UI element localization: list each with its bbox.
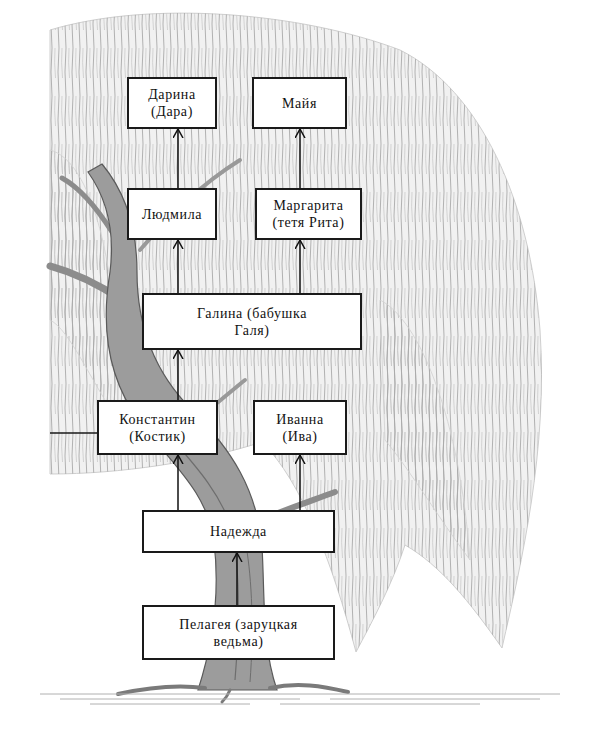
person-box: Галина (бабушка Галя) — [142, 293, 362, 350]
person-box: Дарина (Дара) — [127, 77, 217, 129]
person-box: Маргарита (тетя Рита) — [255, 188, 362, 240]
descent-arrow — [299, 455, 301, 510]
descent-arrow — [177, 129, 179, 188]
person-name: Людмила — [142, 206, 202, 223]
descent-arrow — [177, 350, 179, 400]
person-name: Надежда — [210, 523, 267, 540]
person-box: Константин (Костик) — [97, 400, 218, 455]
willow-root — [118, 686, 205, 694]
person-box: Иванна (Ива) — [253, 400, 347, 455]
ground-hatch — [40, 694, 560, 704]
person-box: Надежда — [142, 510, 335, 553]
descent-arrow — [299, 240, 301, 293]
side-line — [50, 432, 97, 434]
person-box: Майя — [252, 77, 347, 129]
person-name: Майя — [282, 95, 317, 112]
person-name: Константин (Костик) — [102, 411, 214, 445]
person-name: Пелагея (заруцкая ведьма) — [154, 616, 324, 650]
person-box: Людмила — [127, 188, 217, 240]
descent-arrow — [299, 129, 301, 188]
willow-root — [222, 690, 230, 702]
descent-arrow — [177, 240, 179, 293]
person-name: Иванна (Ива) — [260, 411, 340, 445]
descent-arrow — [177, 455, 179, 510]
willow-drape — [380, 300, 470, 560]
willow-root — [270, 685, 348, 692]
descent-arrow — [236, 553, 238, 605]
person-name: Дарина (Дара) — [137, 86, 207, 120]
person-box: Пелагея (заруцкая ведьма) — [142, 605, 335, 660]
person-name: Маргарита (тетя Рита) — [259, 197, 359, 231]
person-name: Галина (бабушка Галя) — [182, 305, 322, 339]
